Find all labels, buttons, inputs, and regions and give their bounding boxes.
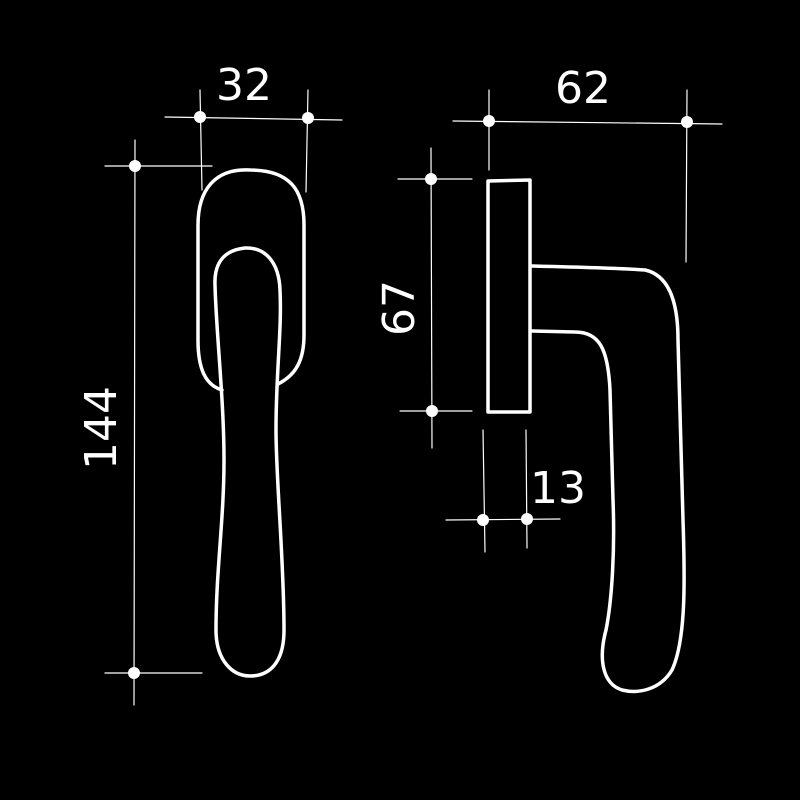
dimension-label-62: 62 [555, 63, 611, 114]
dimension-label-32: 32 [216, 60, 272, 111]
lever-side-outline [530, 264, 686, 694]
dimension-height-67: 67 [374, 147, 473, 449]
rosette-outline [196, 168, 306, 392]
dimension-height-144: 144 [76, 139, 213, 706]
front-view: 32 144 [76, 60, 343, 706]
dimension-projection-62: 62 [452, 63, 723, 263]
dimension-depth-13: 13 [445, 429, 586, 553]
base-plate-side-outline [486, 178, 532, 414]
dimension-width-32: 32 [164, 60, 343, 193]
dimension-label-67: 67 [374, 280, 425, 336]
dimension-label-144: 144 [76, 386, 127, 470]
dimension-label-13: 13 [530, 463, 586, 514]
side-view: 62 67 13 [374, 63, 723, 694]
lever-front-outline [213, 246, 286, 678]
